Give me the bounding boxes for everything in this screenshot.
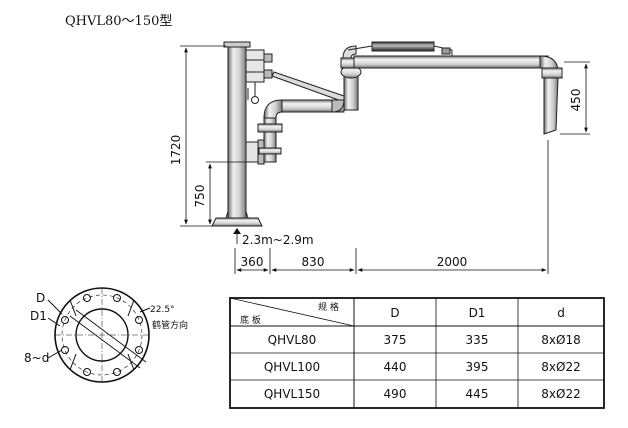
inner-elbow <box>263 99 283 119</box>
dim-830: 830 <box>302 255 325 269</box>
dim-2000: 2000 <box>437 255 468 269</box>
drawing-title: QHVL80～150型 <box>65 14 172 29</box>
table-cell-D: 440 <box>384 360 407 374</box>
dim-450: 450 <box>569 89 583 112</box>
drop-tube <box>543 77 559 135</box>
main-column <box>227 45 247 219</box>
inner-riser <box>263 115 277 163</box>
table-row: QHVL80 375 335 8xØ18 <box>268 333 581 347</box>
table-col-header: D1 <box>469 306 486 320</box>
table-cell-D1: 395 <box>466 360 489 374</box>
flange-angle: 22.5° <box>150 305 175 315</box>
column-cap <box>223 41 251 48</box>
dim-1720: 1720 <box>169 135 183 166</box>
dimension-lines <box>180 45 590 274</box>
table-cell-model: QHVL80 <box>268 333 317 347</box>
dim-spacing: 2.3m~2.9m <box>242 233 314 247</box>
dim-750: 750 <box>193 185 207 208</box>
spacing-marker <box>233 228 241 234</box>
table-cell-D1: 335 <box>466 333 489 347</box>
balance-cylinder <box>371 41 435 52</box>
base-plate <box>211 217 263 227</box>
support-strut <box>271 71 345 103</box>
outer-arm <box>353 55 549 69</box>
table-row: QHVL100 440 395 8xØ22 <box>264 360 581 374</box>
flange-label-D: D <box>36 291 45 305</box>
loading-arm-elevation <box>211 41 563 227</box>
table-corner-bottom: 底 板 <box>240 314 261 326</box>
flange-inner-circle <box>75 308 129 362</box>
riser-swivel <box>257 123 283 133</box>
table-cell-d: 8xØ18 <box>541 333 580 347</box>
dim-360: 360 <box>241 255 264 269</box>
table-cell-D: 490 <box>384 387 407 401</box>
table-corner-diagonal <box>229 297 355 327</box>
table-cell-D: 375 <box>384 333 407 347</box>
table-cell-d: 8xØ22 <box>541 387 580 401</box>
table-cell-model: QHVL150 <box>264 387 320 401</box>
flange-direction: 鹤管方向 <box>152 319 188 331</box>
hook-ring <box>251 96 259 104</box>
outer-swivel <box>541 67 563 79</box>
base-flange-plan <box>47 287 151 384</box>
table-col-header: D <box>390 306 399 320</box>
table-col-header: d <box>557 306 565 320</box>
table-cell-d: 8xØ22 <box>541 360 580 374</box>
spec-table <box>229 297 605 409</box>
table-cell-D1: 445 <box>466 387 489 401</box>
upper-bracket <box>245 49 265 83</box>
flange-label-D1: D1 <box>30 309 47 323</box>
table-cell-model: QHVL100 <box>264 360 320 374</box>
flange-label-bolts: 8~d <box>24 351 49 365</box>
table-row: QHVL150 490 445 8xØ22 <box>264 387 581 401</box>
table-corner-top: 规 格 <box>318 301 339 313</box>
bolt-circle <box>61 294 143 376</box>
